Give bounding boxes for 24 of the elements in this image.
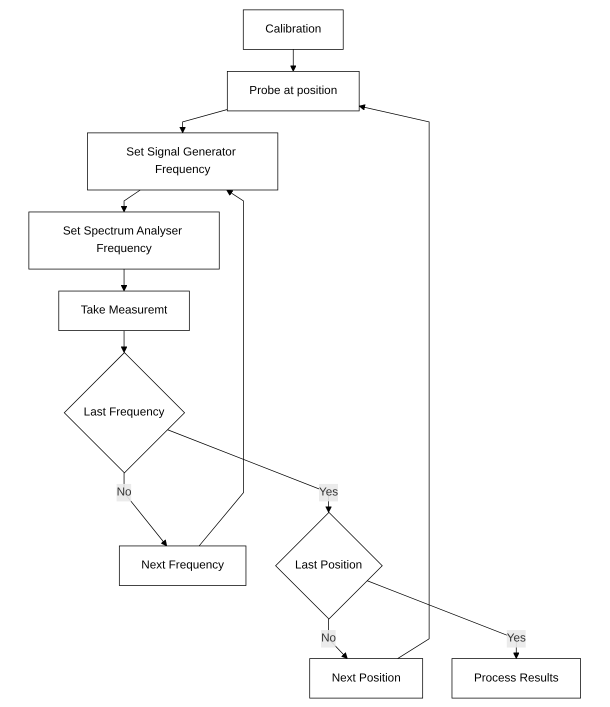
node-box: Take Measuremt <box>58 290 190 330</box>
node-box: Next Frequency <box>119 545 247 586</box>
arrow <box>121 268 128 291</box>
node-box: Next Position <box>310 658 424 698</box>
arrow <box>359 104 430 658</box>
arrow <box>199 189 244 546</box>
arrow <box>121 330 128 352</box>
arrow <box>121 189 141 212</box>
edge-label: No <box>321 632 336 644</box>
node-diamond: Last Position <box>275 511 384 620</box>
edge-label: Yes <box>319 486 338 498</box>
node-diamond: Last Frequency <box>64 352 186 473</box>
node-box: Probe at position <box>227 70 360 111</box>
arrow <box>290 48 297 72</box>
node-box: Set Signal Generator Frequency <box>87 132 278 190</box>
node-box: Process Results <box>452 658 582 698</box>
edge-label: Yes <box>506 632 526 644</box>
arrow <box>366 580 520 658</box>
node-box: Calibration <box>243 9 344 50</box>
arrow <box>124 472 168 546</box>
arrow <box>180 108 228 133</box>
arrow <box>167 428 332 512</box>
node-box: Set Spectrum Analyser Frequency <box>28 211 220 269</box>
edge-label: No <box>116 486 132 498</box>
